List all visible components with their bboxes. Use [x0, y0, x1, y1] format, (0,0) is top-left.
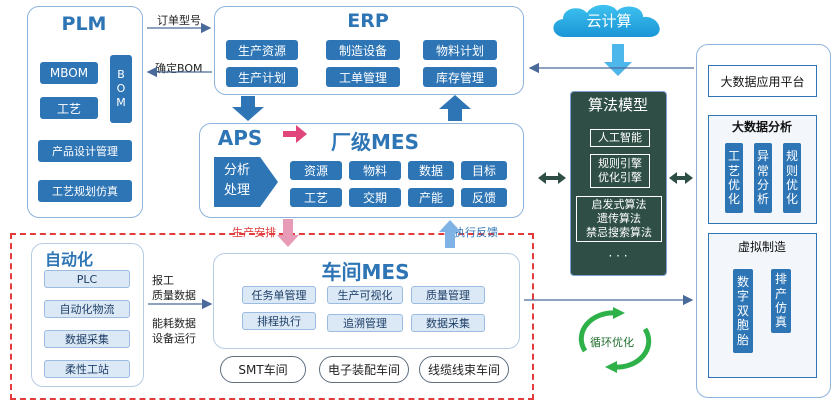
bigdata-anomaly-analysis[interactable]: 异 常 分 析: [754, 143, 772, 213]
edge-label-energy-equipment: 能耗数据 设备运行: [152, 317, 196, 345]
algorithm-item-ai[interactable]: 人工智能: [590, 129, 650, 147]
plm-item-product-design[interactable]: 产品设计管理: [38, 140, 132, 162]
workshop-mes-item-visualization[interactable]: 生产可视化: [327, 286, 403, 304]
automation-item-logistics[interactable]: 自动化物流: [44, 300, 130, 318]
arrow-erp-to-aps: [232, 96, 264, 121]
automation-title: 自动化: [44, 250, 93, 269]
aps-factory-mes-panel: APS 厂级MES 分析 处理 资源 物料 数据 目标 工艺 交期 产能 反馈: [199, 123, 524, 218]
workshop-cable-harness[interactable]: 线缆线束车间: [419, 356, 509, 383]
workshop-smt[interactable]: SMT车间: [220, 356, 306, 383]
scheduling-simulation[interactable]: 排 产 仿 真: [771, 269, 791, 333]
edge-label-confirm-bom: 确定BOM: [155, 62, 203, 75]
cloud-icon: [553, 4, 660, 37]
virtual-manufacturing-title: 虚拟制造: [737, 240, 786, 254]
plm-title: PLM: [61, 13, 107, 35]
plm-item-process[interactable]: 工艺: [40, 97, 98, 119]
plm-bom-vertical[interactable]: B O M: [110, 55, 132, 123]
digital-twin[interactable]: 数 字 双 胞 胎: [733, 269, 753, 353]
workshop-electronic-assembly[interactable]: 电子装配车间: [319, 356, 409, 383]
arrow-mes-to-erp: [439, 95, 471, 121]
bigdata-analysis-title: 大数据分析: [731, 120, 792, 134]
algorithm-panel: 算法模型 人工智能 规则引擎 优化引擎 启发式算法 遗传算法 禁忌搜索算法 · …: [570, 91, 667, 276]
erp-item-work-order[interactable]: 工单管理: [326, 67, 400, 87]
factory-mes-item-delivery[interactable]: 交期: [349, 188, 401, 207]
automation-item-data-collection[interactable]: 数据采集: [44, 330, 130, 348]
workshop-mes-item-data-collection[interactable]: 数据采集: [411, 314, 485, 332]
automation-panel: 自动化 PLC 自动化物流 数据采集 柔性工站: [31, 243, 144, 387]
bigdata-process-optimization[interactable]: 工 艺 优 化: [725, 143, 743, 213]
factory-mes-item-process[interactable]: 工艺: [290, 188, 342, 207]
cycle-icon: [578, 307, 652, 373]
erp-item-inventory[interactable]: 库存管理: [423, 67, 497, 87]
erp-title: ERP: [347, 10, 389, 32]
workshop-mes-item-schedule-exec[interactable]: 排程执行: [242, 312, 316, 330]
analysis-process-label: 分析 处理: [223, 163, 250, 198]
workshop-mes-item-quality[interactable]: 质量管理: [411, 286, 485, 304]
bigdata-rule-optimization[interactable]: 规 则 优 化: [783, 143, 801, 213]
factory-mes-item-capacity[interactable]: 产能: [408, 188, 454, 207]
workshop-mes-title: 车间MES: [321, 260, 410, 284]
erp-item-production-plan[interactable]: 生产计划: [226, 67, 298, 87]
factory-mes-item-target[interactable]: 目标: [461, 161, 507, 180]
edge-label-order-type: 订单型号: [157, 14, 201, 27]
double-arrow-algorithm-bigdata: [669, 172, 693, 184]
plm-item-process-simulation[interactable]: 工艺规划仿真: [38, 180, 132, 202]
factory-mes-title: 厂级MES: [331, 130, 419, 154]
virtual-manufacturing-panel: 虚拟制造 数 字 双 胞 胎 排 产 仿 真: [708, 233, 817, 378]
erp-item-resources[interactable]: 生产资源: [226, 40, 298, 60]
bigdata-outer-panel: 大数据应用平台 大数据分析 工 艺 优 化 异 常 分 析 规 则 优 化 虚拟…: [696, 44, 831, 398]
factory-mes-item-feedback[interactable]: 反馈: [461, 188, 507, 207]
bigdata-platform-label: 大数据应用平台: [708, 65, 817, 97]
aps-title: APS: [217, 126, 263, 150]
cloud-label: 云计算: [586, 12, 632, 30]
algorithm-title: 算法模型: [587, 96, 648, 114]
algorithm-item-search[interactable]: 启发式算法 遗传算法 禁忌搜索算法: [576, 196, 662, 242]
workshop-region-dashed: [10, 233, 534, 400]
algorithm-item-engines[interactable]: 规则引擎 优化引擎: [590, 154, 650, 188]
erp-item-equipment[interactable]: 制造设备: [326, 40, 400, 60]
factory-mes-item-resources[interactable]: 资源: [290, 161, 342, 180]
workshop-mes-item-traceability[interactable]: 追溯管理: [327, 314, 403, 332]
erp-item-material-plan[interactable]: 物料计划: [423, 40, 497, 60]
automation-item-plc[interactable]: PLC: [44, 270, 130, 288]
cycle-label: 循环优化: [590, 336, 634, 349]
plm-panel: PLM MBOM 工艺 B O M 产品设计管理 工艺规划仿真: [27, 6, 143, 218]
algorithm-item-more: · · ·: [608, 249, 628, 263]
workshop-mes-item-task-order[interactable]: 任务单管理: [242, 286, 316, 304]
edge-label-report-quality: 报工 质量数据: [152, 274, 196, 302]
erp-panel: ERP 生产资源 制造设备 物料计划 生产计划 工单管理 库存管理: [214, 6, 524, 95]
plm-item-mbom[interactable]: MBOM: [40, 62, 98, 84]
automation-item-flex-station[interactable]: 柔性工站: [44, 360, 130, 378]
factory-mes-item-material[interactable]: 物料: [349, 161, 401, 180]
arrow-cloud-to-algorithm: [604, 44, 632, 76]
workshop-mes-panel: 车间MES 任务单管理 生产可视化 质量管理 排程执行 追溯管理 数据采集: [213, 253, 520, 349]
bigdata-analysis-panel: 大数据分析 工 艺 优 化 异 常 分 析 规 则 优 化: [708, 115, 817, 224]
flow-label-production-schedule: 生产安排: [232, 226, 276, 239]
flow-label-execution-feedback: 执行反馈: [454, 226, 498, 239]
factory-mes-item-data[interactable]: 数据: [408, 161, 454, 180]
double-arrow-mes-algorithm: [538, 172, 566, 184]
